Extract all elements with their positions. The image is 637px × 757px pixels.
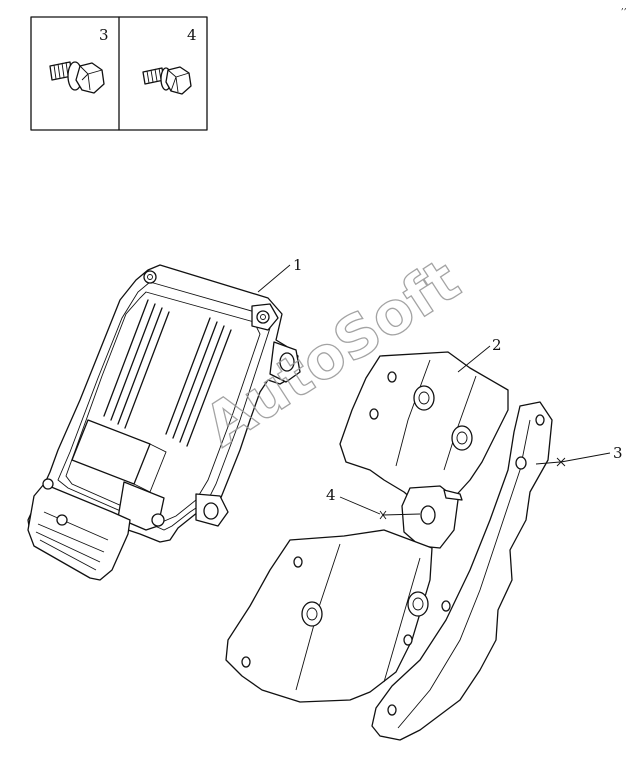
callout-1: 1 bbox=[257, 256, 303, 293]
fastener-legend: 3 4 bbox=[30, 16, 208, 131]
module-ear-top-left bbox=[143, 270, 157, 284]
callout-3: 3 bbox=[535, 444, 623, 467]
flange-bolt-icon bbox=[49, 61, 105, 94]
module-ear-right bbox=[269, 341, 301, 383]
callout-number-3: 3 bbox=[613, 444, 623, 462]
legend-number-3: 3 bbox=[99, 26, 109, 44]
callout-number-2: 2 bbox=[492, 336, 502, 354]
callout-number-4: 4 bbox=[326, 486, 336, 504]
module-ear-top-right bbox=[251, 303, 279, 331]
hex-bolt-icon bbox=[142, 66, 192, 95]
legend-number-4: 4 bbox=[187, 26, 197, 44]
control-module bbox=[27, 264, 301, 581]
module-ear-bottom-left bbox=[42, 478, 165, 527]
callout-2: 2 bbox=[457, 336, 502, 373]
module-ear-bottom-right bbox=[195, 493, 229, 527]
corner-mark: ,, bbox=[621, 2, 627, 12]
callout-number-1: 1 bbox=[293, 256, 303, 274]
mounting-bracket bbox=[225, 351, 553, 741]
callout-4: 4 bbox=[326, 486, 421, 520]
